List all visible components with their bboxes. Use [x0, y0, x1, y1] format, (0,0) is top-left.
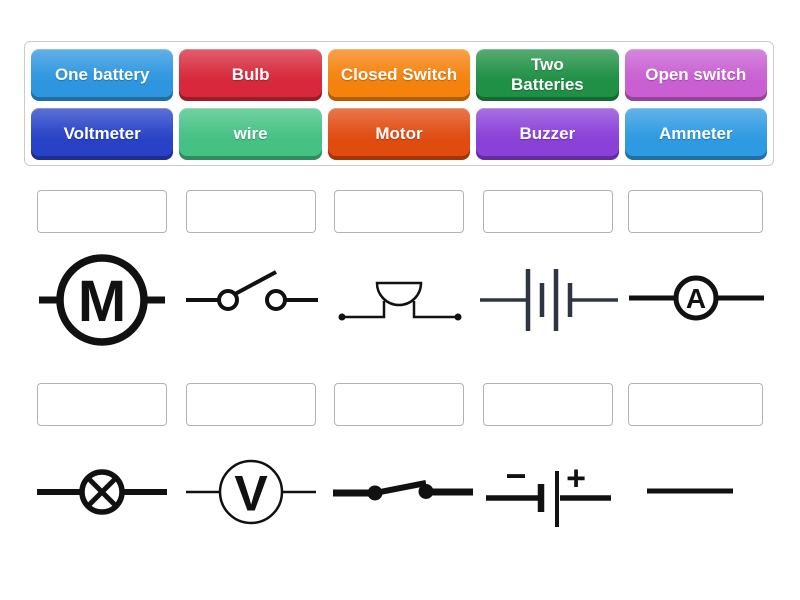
bank-tile-label: Voltmeter — [63, 124, 141, 144]
bank-tile-label: Closed Switch — [340, 65, 458, 85]
bank-tile-open-switch[interactable]: Open switch — [624, 49, 767, 101]
word-bank: One battery Bulb Closed Switch Two Batte… — [24, 41, 774, 166]
bank-tile-one-battery[interactable]: One battery — [31, 49, 174, 101]
bank-tile-wire[interactable]: wire — [179, 108, 322, 160]
bank-tile-buzzer[interactable]: Buzzer — [476, 108, 619, 160]
battery-positive-sign: + — [566, 460, 586, 498]
bulb-symbol-icon — [27, 427, 177, 557]
answer-slot[interactable] — [37, 383, 167, 426]
ammeter-letter: A — [686, 283, 706, 314]
bank-tile-label: Two Batteries — [511, 55, 584, 94]
bank-tile-label: wire — [233, 124, 268, 144]
bank-tile-closed-switch[interactable]: Closed Switch — [327, 49, 471, 101]
bank-tile-voltmeter[interactable]: Voltmeter — [31, 108, 174, 160]
bank-tile-label: Bulb — [231, 65, 270, 85]
answer-slot[interactable] — [483, 383, 613, 426]
answer-slot[interactable] — [37, 190, 167, 233]
bank-tile-ammeter[interactable]: Ammeter — [624, 108, 767, 160]
bank-tile-label: Ammeter — [658, 124, 733, 144]
answer-slot[interactable] — [628, 190, 763, 233]
bank-tile-bulb[interactable]: Bulb — [179, 49, 322, 101]
answer-slot[interactable] — [628, 383, 763, 426]
bank-tile-label: One battery — [54, 65, 150, 85]
one-battery-symbol-icon: − + — [474, 427, 624, 557]
answer-slot[interactable] — [186, 383, 316, 426]
open-switch-symbol-icon — [176, 235, 326, 365]
answer-slot[interactable] — [483, 190, 613, 233]
two-batteries-symbol-icon — [474, 235, 624, 365]
answer-slot[interactable] — [334, 383, 464, 426]
buzzer-symbol-icon — [325, 235, 475, 365]
ammeter-symbol-icon: A — [621, 235, 771, 365]
bank-tile-motor[interactable]: Motor — [327, 108, 471, 160]
bank-tile-label: Buzzer — [519, 124, 576, 144]
answer-slot[interactable] — [186, 190, 316, 233]
bank-tile-two-batteries[interactable]: Two Batteries — [476, 49, 619, 101]
bank-tile-label: Motor — [375, 124, 423, 144]
wire-symbol-icon — [621, 427, 771, 557]
battery-negative-sign: − — [505, 455, 526, 496]
voltmeter-symbol-icon: V — [176, 427, 326, 557]
motor-symbol-icon: M — [27, 235, 177, 365]
answer-slot[interactable] — [334, 190, 464, 233]
closed-switch-symbol-icon — [325, 427, 475, 557]
voltmeter-letter: V — [234, 466, 268, 522]
motor-letter: M — [78, 269, 126, 334]
bank-tile-label: Open switch — [645, 65, 747, 85]
